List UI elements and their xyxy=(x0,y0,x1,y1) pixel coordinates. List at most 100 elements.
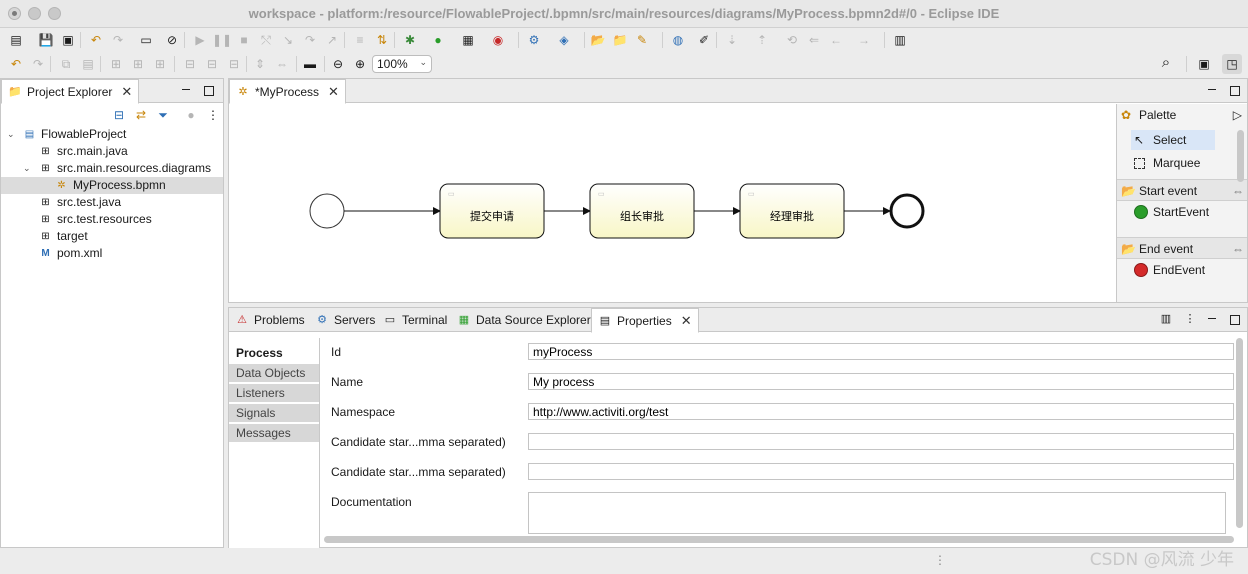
step-over-icon[interactable]: ↷ xyxy=(304,33,316,47)
name-field[interactable] xyxy=(528,373,1234,390)
palette-header[interactable]: ✿ Palette ▷ xyxy=(1117,104,1247,126)
palette-item-startevent[interactable]: StartEvent xyxy=(1131,202,1215,222)
section-listeners[interactable]: Listeners xyxy=(229,384,319,403)
bpmn-diagram[interactable]: ▭ 提交申请 ▭ 组长审批 ▭ 经理审批 xyxy=(229,104,1116,302)
minimize-icon[interactable] xyxy=(1205,83,1219,97)
tree-item-src-main-resources-diagrams[interactable]: ⌄ ⊞ src.main.resources.diagrams xyxy=(1,160,223,177)
zoom-out-icon[interactable]: ⊖ xyxy=(332,57,344,71)
zoom-in-icon[interactable]: ⊕ xyxy=(354,57,366,71)
tree-item-src-test-java[interactable]: ⊞ src.test.java xyxy=(1,194,223,211)
tree-item-src-main-java[interactable]: ⊞ src.main.java xyxy=(1,143,223,160)
tree-item-project[interactable]: ⌄ ▤ FlowableProject xyxy=(1,126,223,143)
copy-icon[interactable]: ⧉ xyxy=(61,57,71,71)
drop-to-frame-icon[interactable]: ≡ xyxy=(356,33,364,47)
open-resource-icon[interactable]: 📁 xyxy=(612,33,628,47)
align-right-icon[interactable]: ⊞ xyxy=(154,57,166,71)
debug-icon[interactable]: ✱ xyxy=(404,33,416,47)
close-icon[interactable]: ✕ xyxy=(680,312,692,328)
palette-tool-select[interactable]: ↖ Select xyxy=(1131,130,1215,150)
disconnect-icon[interactable]: ⤲ xyxy=(261,33,271,47)
close-icon[interactable]: ✕ xyxy=(328,83,339,99)
tree-item-target[interactable]: ⊞ target xyxy=(1,228,223,245)
candidate-starter-users-field[interactable] xyxy=(528,433,1234,450)
minimize-icon[interactable] xyxy=(179,83,193,97)
new-wizard-icon[interactable]: ▤ xyxy=(10,33,22,47)
close-icon[interactable]: ✕ xyxy=(121,83,133,99)
redo-diagram-icon[interactable]: ↷ xyxy=(32,57,44,71)
chevron-down-icon[interactable]: ⌄ xyxy=(23,163,31,173)
pin-icon[interactable]: ⇔ xyxy=(1232,242,1244,256)
properties-vertical-scrollbar[interactable] xyxy=(1236,338,1243,528)
redo-icon[interactable]: ↷ xyxy=(112,33,124,47)
namespace-field[interactable] xyxy=(528,403,1234,420)
tree-item-src-test-resources[interactable]: ⊞ src.test.resources xyxy=(1,211,223,228)
open-perspective-icon[interactable]: ▣ xyxy=(1198,57,1210,71)
diagram-canvas[interactable]: ▭ 提交申请 ▭ 组长审批 ▭ 经理审批 xyxy=(229,104,1116,302)
focus-icon[interactable]: ● xyxy=(187,108,195,122)
section-process[interactable]: Process xyxy=(229,344,319,363)
collapse-palette-icon[interactable]: ▷ xyxy=(1232,108,1242,122)
user-task-3[interactable]: ▭ 经理审批 xyxy=(739,183,845,239)
minimize-icon[interactable] xyxy=(1205,312,1219,326)
save-icon[interactable]: 💾 xyxy=(38,33,54,47)
section-data-objects[interactable]: Data Objects xyxy=(229,364,319,383)
pin-icon[interactable]: ⇔ xyxy=(1232,184,1244,198)
palette-item-endevent[interactable]: EndEvent xyxy=(1131,260,1215,280)
java-ee-perspective-icon[interactable]: ◳ xyxy=(1222,54,1242,74)
step-return-icon[interactable]: ↗ xyxy=(326,33,338,47)
palette-scrollbar[interactable] xyxy=(1237,130,1244,182)
align-left-icon[interactable]: ⊞ xyxy=(110,57,122,71)
candidate-starter-groups-field[interactable] xyxy=(528,463,1234,480)
palette-item-timer-start[interactable] xyxy=(1131,224,1215,234)
palette-group-end-event[interactable]: 📂 End event ⇔ xyxy=(1117,237,1247,259)
last-edit-icon[interactable]: ⟲ xyxy=(786,33,798,47)
close-window-button[interactable] xyxy=(8,7,21,20)
back-nav-icon[interactable]: ← xyxy=(830,33,842,47)
tree-item-myprocess-bpmn[interactable]: ✲ MyProcess.bpmn xyxy=(1,177,223,194)
align-top-icon[interactable]: ⊟ xyxy=(184,57,196,71)
collapse-all-icon[interactable]: ⊟ xyxy=(113,108,125,122)
run-icon[interactable]: ● xyxy=(434,33,442,47)
coverage-icon[interactable]: ▦ xyxy=(462,33,474,47)
tab-servers[interactable]: ⚙ Servers xyxy=(309,308,381,332)
back-icon[interactable]: ⇐ xyxy=(808,33,820,47)
terminate-icon[interactable]: ■ xyxy=(240,33,248,47)
section-signals[interactable]: Signals xyxy=(229,404,319,423)
chevron-down-icon[interactable]: ⌄ xyxy=(7,129,15,139)
use-step-filters-icon[interactable]: ⇅ xyxy=(376,33,388,47)
new-class-icon[interactable]: ◈ xyxy=(559,33,569,47)
annotation-icon[interactable]: ✐ xyxy=(698,33,710,47)
step-into-icon[interactable]: ↘ xyxy=(282,33,294,47)
tree-item-pom-xml[interactable]: M pom.xml xyxy=(1,245,223,262)
section-messages[interactable]: Messages xyxy=(229,424,319,443)
end-event[interactable] xyxy=(889,193,925,229)
prev-annotation-icon[interactable]: ⇡ xyxy=(756,33,768,47)
link-with-editor-icon[interactable]: ⇄ xyxy=(135,108,147,122)
tab-project-explorer[interactable]: 📁 Project Explorer ✕ xyxy=(1,79,140,104)
pin-editor-icon[interactable]: ▥ xyxy=(894,33,906,47)
user-task-2[interactable]: ▭ 组长审批 xyxy=(589,183,695,239)
match-width-icon[interactable]: ⇕ xyxy=(254,57,266,71)
resume-icon[interactable]: ▶ xyxy=(195,33,205,47)
tab-terminal[interactable]: ▭ Terminal xyxy=(377,308,453,332)
zoom-select[interactable]: 100% ⌄ xyxy=(372,55,432,73)
save-all-icon[interactable]: ▣ xyxy=(62,33,74,47)
skip-breakpoints-icon[interactable]: ⊘ xyxy=(166,33,178,47)
search-icon[interactable]: ⌕ xyxy=(1161,54,1171,71)
align-bottom-icon[interactable]: ⊟ xyxy=(228,57,240,71)
pin-view-icon[interactable]: ▥ xyxy=(1160,313,1172,325)
tab-myprocess[interactable]: ✲ *MyProcess ✕ xyxy=(229,79,346,104)
terminal-icon[interactable]: ▭ xyxy=(140,33,152,47)
view-menu-icon[interactable]: ⋮ xyxy=(207,108,219,122)
match-height-icon[interactable]: ⇔ xyxy=(276,57,288,71)
export-image-icon[interactable]: ▬ xyxy=(304,57,316,71)
open-type-icon[interactable]: 📂 xyxy=(590,33,606,47)
maximize-icon[interactable] xyxy=(1227,83,1241,97)
zoom-window-button[interactable] xyxy=(48,7,61,20)
search-tool-icon[interactable]: ✎ xyxy=(636,33,648,47)
forward-icon[interactable]: → xyxy=(858,33,870,47)
align-middle-icon[interactable]: ⊟ xyxy=(206,57,218,71)
align-center-icon[interactable]: ⊞ xyxy=(132,57,144,71)
id-field[interactable] xyxy=(528,343,1234,360)
tab-properties[interactable]: ▤ Properties ✕ xyxy=(591,308,699,333)
